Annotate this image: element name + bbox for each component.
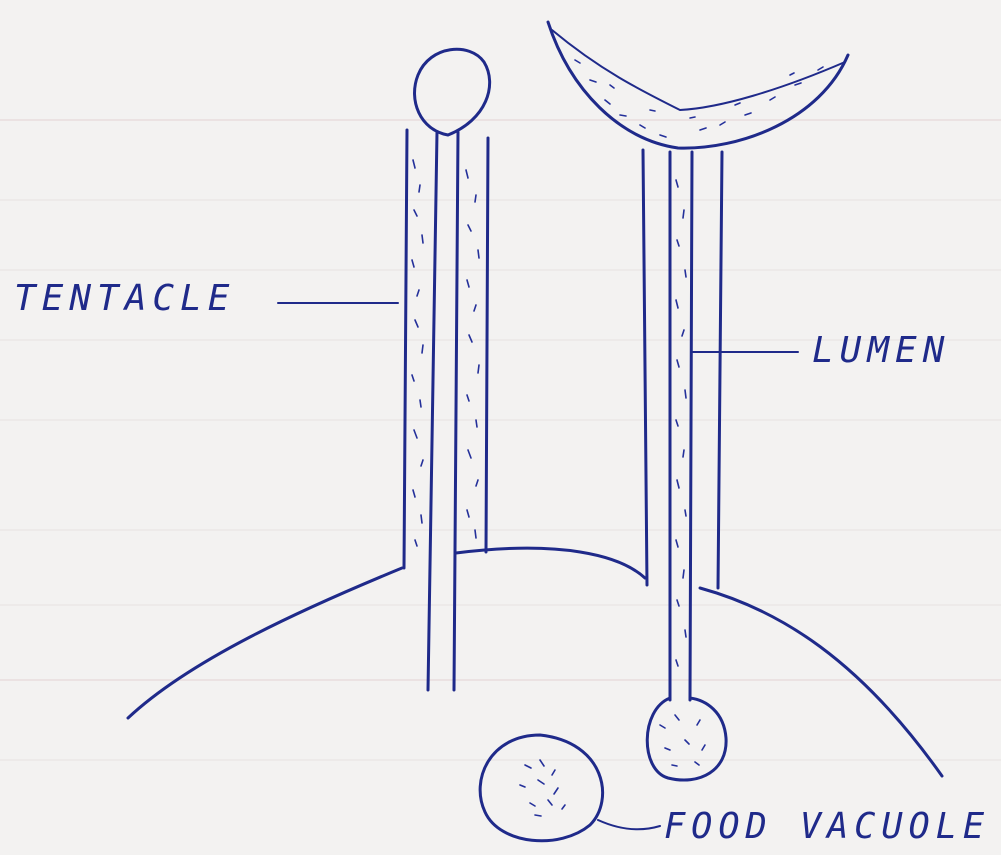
- tentacle-label: TENTACLE: [14, 278, 235, 319]
- capitate-tentacle: [404, 49, 490, 690]
- food-vacuole-leader-line: [598, 820, 660, 829]
- food-vacuole-label: FOOD VACUOLE: [664, 806, 990, 847]
- suctorial-tentacle: [548, 22, 848, 780]
- food-vacuole: [480, 735, 602, 841]
- cell-body: [128, 548, 942, 776]
- paper-background: [0, 120, 1001, 760]
- lumen-label: LUMEN: [812, 330, 950, 371]
